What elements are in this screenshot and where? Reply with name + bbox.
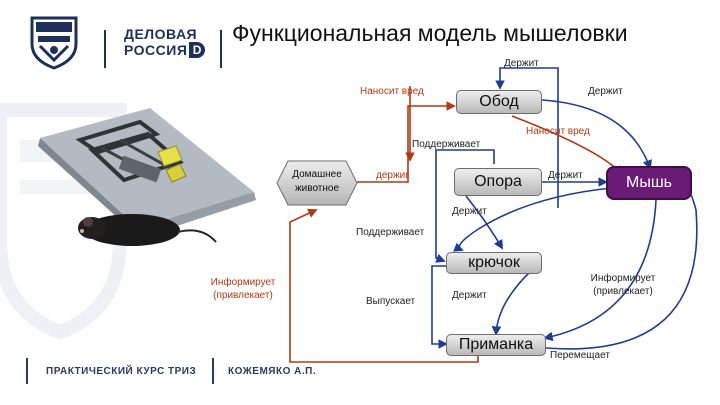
edge-informiruet-right <box>410 182 446 260</box>
footer-author: КОЖЕМЯКО А.П. <box>228 366 317 377</box>
label-derzhit-right: Держит <box>588 86 623 97</box>
edge-opora-to-kryuchok <box>465 195 503 250</box>
label-informiruet-left: Информирует (привлекает) <box>210 277 276 301</box>
label-nanosit-vred-left: Наносит вред <box>360 86 424 97</box>
node-kryuchok: крючок <box>446 252 542 274</box>
node-primanka: Приманка <box>446 334 546 356</box>
label-derzhit-top: Держит <box>504 58 539 69</box>
label-podderzhivaet-1: Поддерживает <box>412 139 481 150</box>
edge-mysh-to-kryuchok <box>453 187 613 252</box>
edge-kryuchok-to-primanka <box>491 269 533 336</box>
brand-d-icon: D <box>189 42 206 58</box>
edge-informiruet-left <box>289 208 479 363</box>
header-separator-2 <box>220 30 222 68</box>
node-opora: Опора <box>454 168 542 196</box>
edge-vypuskaet <box>431 265 448 349</box>
label-informiruet-right: Информирует (привлекает) <box>590 273 656 297</box>
label-vypuskaet: Выпускает <box>366 296 416 307</box>
label-peremeshchaet: Перемещает <box>550 350 610 361</box>
footer-separator-left <box>26 358 28 384</box>
edge-derzhit-top <box>495 67 559 208</box>
label-derzhig: держиг <box>376 170 409 181</box>
edge-nanosit-vred-right <box>511 115 624 176</box>
footer-separator-mid <box>212 358 214 384</box>
brand-line-2: РОССИЯ <box>124 42 188 58</box>
node-pet: Домашнее животное <box>292 169 342 194</box>
node-pet-shape <box>276 160 358 206</box>
edge-obod-to-mysh <box>541 99 652 170</box>
label-nanosit-vred-right: Наносит вред <box>526 126 590 137</box>
edge-podderzhivaet <box>435 149 495 263</box>
emblem-logo <box>26 14 82 70</box>
label-derzhit-kryuchok: Держит <box>452 290 487 301</box>
node-mysh: Мышь <box>606 166 692 200</box>
label-derzhit-below-opora: Держит <box>452 206 487 217</box>
edge-mysh-to-primanka <box>543 199 657 342</box>
node-obod: Обод <box>456 90 542 114</box>
brand-line-1: ДЕЛОВАЯ <box>124 26 198 42</box>
edge-peremeshchaet <box>545 172 698 350</box>
footer-course: ПРАКТИЧЕСКИЙ КУРС ТРИЗ <box>46 366 197 377</box>
label-derzhit-opora-mysh: Держит <box>548 170 583 181</box>
page-title: Функциональная модель мышеловки <box>232 20 628 46</box>
label-podderzhivaet-2: Поддерживает <box>356 227 425 238</box>
edge-derzhig <box>356 101 456 183</box>
mousetrap-image <box>38 108 256 246</box>
header-separator-1 <box>104 30 106 68</box>
